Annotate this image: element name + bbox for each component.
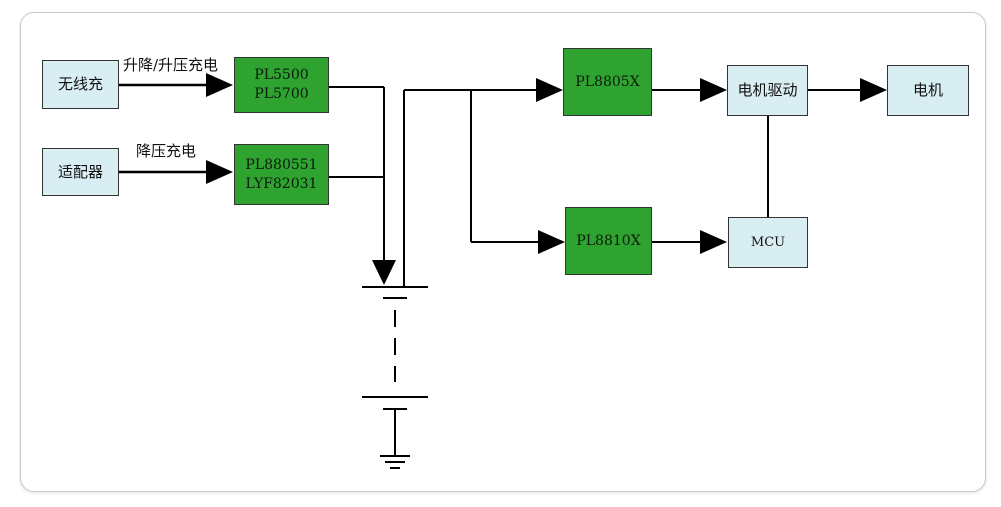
motor-driver-block: 电机驱动 (727, 65, 808, 116)
diagram-frame (20, 12, 986, 492)
pl8805x-label: PL8805X (575, 73, 640, 90)
arrowhead-pl8805x (536, 78, 563, 102)
pl5500-label: PL5500 (254, 67, 309, 84)
arrowhead-battery (372, 260, 396, 285)
pl5500-pl5700-chip: PL5500 PL5700 (234, 57, 329, 113)
mcu-block: MCU (728, 217, 808, 268)
pl8810x-label: PL8810X (576, 232, 641, 249)
label-buck-charging: 降压充电 (136, 142, 197, 160)
arrowhead-driver (700, 78, 727, 102)
pl8810x-chip: PL8810X (565, 207, 652, 275)
adapter-block: 适配器 (42, 148, 119, 196)
arrowhead-pl8810x (538, 230, 565, 254)
pl880551-label: PL880551 (245, 156, 318, 173)
arrowhead-motor (860, 78, 887, 102)
motor-label: 电机 (912, 81, 943, 100)
lyf82031-label: LYF82031 (245, 175, 318, 192)
wireless-charger-label: 无线充 (57, 75, 103, 94)
wireless-charger-block: 无线充 (42, 60, 119, 109)
motor-driver-label: 电机驱动 (737, 81, 798, 100)
pl880551-lyf82031-chip: PL880551 LYF82031 (234, 144, 329, 205)
mcu-label: MCU (750, 234, 786, 250)
motor-block: 电机 (887, 65, 969, 116)
adapter-label: 适配器 (57, 162, 103, 181)
pl5700-label: PL5700 (254, 86, 309, 102)
arrowhead-mcu (700, 230, 727, 254)
arrowhead-pl880551 (206, 160, 233, 184)
label-boost-charging: 升降/升压充电 (123, 56, 219, 74)
arrowhead-pl5500 (206, 73, 233, 97)
pl8805x-chip: PL8805X (563, 48, 652, 116)
